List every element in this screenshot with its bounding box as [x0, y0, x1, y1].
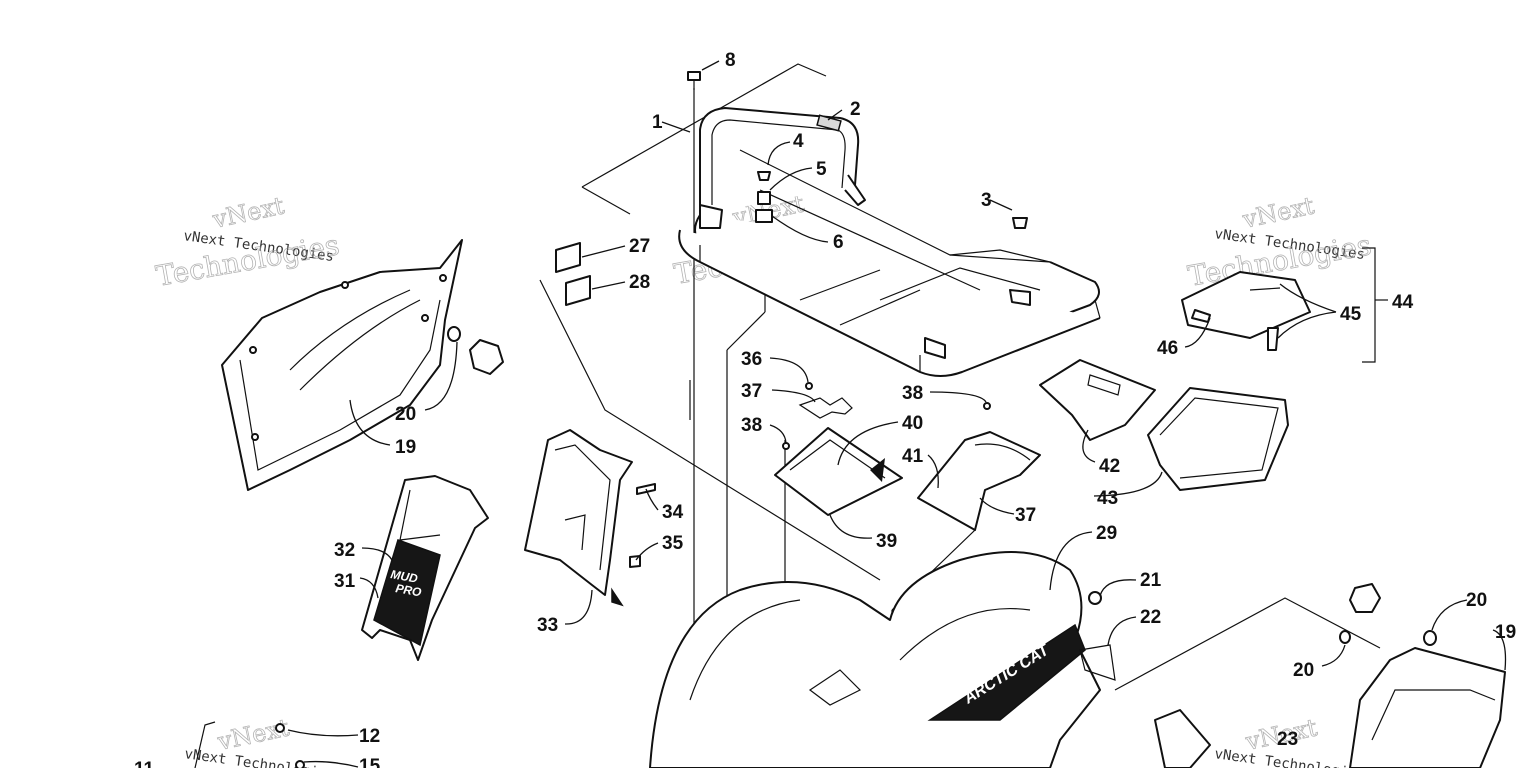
callout-20-left: 20 [395, 404, 416, 425]
callout-8: 8 [725, 50, 736, 71]
callout-12: 12 [359, 726, 380, 747]
callout-35: 35 [662, 533, 684, 554]
splash-guard [524, 429, 633, 607]
bottom-left-fragment [194, 721, 305, 768]
rear-rack [678, 107, 1101, 377]
callout-34: 34 [662, 502, 684, 523]
svg-text:vNext: vNext [1239, 191, 1317, 234]
callout-1: 1 [652, 112, 663, 133]
leader-lines [287, 60, 1507, 768]
callout-37-lower: 37 [1015, 505, 1036, 526]
callout-22: 22 [1140, 607, 1161, 628]
left-side-panel [221, 239, 504, 491]
retainer-bracket [798, 397, 853, 419]
callout-21: 21 [1140, 570, 1162, 591]
callout-19-right: 19 [1495, 622, 1516, 643]
callout-31: 31 [334, 571, 356, 592]
svg-text:MUD: MUD [389, 567, 419, 586]
callout-15: 15 [359, 756, 381, 768]
callout-36: 36 [741, 349, 762, 370]
callout-19-left: 19 [395, 437, 416, 458]
callout-23: 23 [1277, 729, 1298, 750]
callout-37-upper: 37 [741, 381, 762, 402]
callout-labels: 1 2 3 4 5 6 8 27 28 20 19 32 31 34 35 33… [134, 50, 1516, 768]
callout-33: 33 [537, 615, 558, 636]
callout-29: 29 [1096, 523, 1117, 544]
callout-20-right: 20 [1466, 590, 1487, 611]
callout-40: 40 [902, 413, 923, 434]
callout-4: 4 [793, 131, 804, 152]
callout-42: 42 [1099, 456, 1120, 477]
callout-5: 5 [816, 159, 827, 180]
storage-lid [1039, 359, 1156, 441]
watermark-top-left: vNext vNext Technologies Technologies [153, 191, 342, 293]
callout-38-left: 38 [741, 415, 762, 436]
callout-28: 28 [629, 272, 650, 293]
callout-6: 6 [833, 232, 844, 253]
callout-44: 44 [1392, 292, 1414, 313]
mud-pro-fender-skirt: MUD PRO [361, 475, 489, 661]
callout-11: 11 [134, 759, 155, 768]
cover-plate [774, 427, 903, 516]
callout-27: 27 [629, 236, 650, 257]
callout-2: 2 [850, 99, 861, 120]
toolbox-lid-assembly [1181, 247, 1388, 363]
callout-43: 43 [1097, 488, 1118, 509]
callout-41: 41 [902, 446, 924, 467]
callout-32: 32 [334, 540, 355, 561]
right-side-panel [1114, 583, 1506, 768]
callout-45: 45 [1340, 304, 1362, 325]
callout-3: 3 [981, 190, 992, 211]
svg-text:vNext: vNext [214, 713, 292, 756]
svg-text:PRO: PRO [394, 581, 423, 599]
callout-20-bottom: 20 [1293, 660, 1314, 681]
fender-bracket [917, 431, 1041, 531]
watermark-bottom-left: vNext vNext Technologies [183, 713, 335, 768]
rear-fender: ARCTIC CAT [649, 551, 1116, 768]
callout-39: 39 [876, 531, 897, 552]
decals-27-28 [555, 242, 591, 306]
svg-text:vNext: vNext [209, 191, 287, 234]
callout-38-right: 38 [902, 383, 923, 404]
callout-46: 46 [1157, 338, 1178, 359]
storage-bin [1147, 387, 1289, 491]
svg-text:vNext Technologies: vNext Technologies [183, 746, 335, 768]
